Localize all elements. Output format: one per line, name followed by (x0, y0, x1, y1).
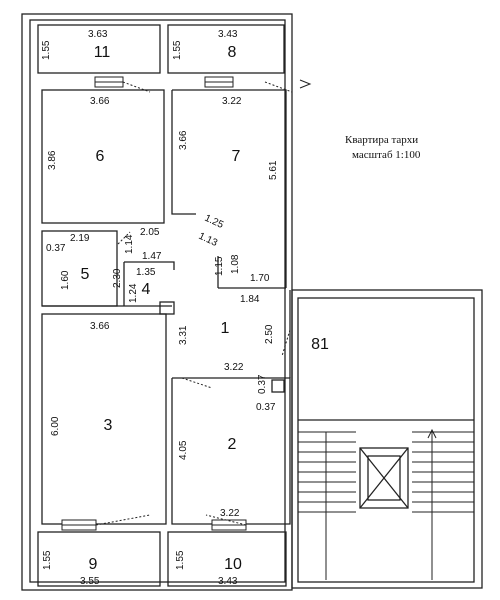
dim-322-bottom: 3.22 (220, 508, 240, 519)
dim-7-width: 3.22 (222, 96, 242, 107)
entrance-arrow (299, 79, 312, 89)
dim-11-height: 1.55 (41, 40, 52, 60)
dim-2-a: 0.37 (257, 374, 268, 394)
dim-10-width: 3.43 (218, 576, 238, 587)
room-10-label: 10 (224, 556, 242, 573)
dim-11-width: 3.63 (88, 29, 108, 40)
room-5-label: 5 (81, 266, 90, 283)
dim-2-height: 4.05 (178, 440, 189, 460)
plan-title: Квартира тархи (345, 134, 418, 146)
room-4-label: 4 (142, 281, 151, 298)
room-7-label: 7 (232, 148, 241, 165)
room-2-label: 2 (228, 436, 237, 453)
dim-9-height: 1.55 (42, 550, 53, 570)
dim-9-width: 3.55 (80, 576, 100, 587)
dim-125: 1.25 (203, 213, 226, 231)
dim-5-x: 0.37 (46, 243, 66, 254)
dim-3-width: 3.66 (90, 321, 110, 332)
dim-8-height: 1.55 (172, 40, 183, 60)
dim-6-width: 3.66 (90, 96, 110, 107)
room-1-label: 1 (221, 320, 230, 337)
dim-7-height: 3.66 (178, 130, 189, 150)
room-3-label: 3 (104, 417, 113, 434)
room-81-label: 81 (311, 336, 329, 353)
dim-205: 2.05 (140, 227, 160, 238)
doors (95, 81, 293, 526)
dim-5-h2: 1.60 (60, 270, 71, 290)
room-8-label: 8 (228, 44, 237, 61)
dim-5-h3: 2.30 (112, 268, 123, 288)
room-6-label: 6 (96, 148, 105, 165)
dim-113: 1.13 (197, 231, 220, 249)
dim-8-width: 3.43 (218, 29, 238, 40)
dim-3-height: 6.00 (50, 416, 61, 436)
dim-4-b: 1.35 (136, 267, 156, 278)
plan-scale: масштаб 1:100 (352, 149, 421, 161)
windows (61, 76, 247, 531)
dim-5-width: 2.19 (70, 233, 90, 244)
dim-1-b: 3.22 (224, 362, 244, 373)
dim-115: 1.15 (214, 256, 225, 276)
dim-5-h1: 1.14 (124, 234, 135, 254)
dim-4-a: 1.47 (142, 251, 162, 262)
dim-4-h: 1.24 (128, 283, 139, 303)
room-labels: 11 8 6 7 5 4 1 81 3 2 9 10 (81, 44, 329, 573)
stair-treads (298, 428, 474, 580)
dim-170: 1.70 (250, 273, 270, 284)
dim-6-height: 3.86 (47, 150, 58, 170)
dim-10-height: 1.55 (175, 550, 186, 570)
dim-108: 1.08 (230, 254, 241, 274)
dim-1-a: 1.84 (240, 294, 260, 305)
dim-2-b: 0.37 (256, 402, 276, 413)
room-9-label: 9 (89, 556, 98, 573)
dim-1-h-right: 2.50 (264, 324, 275, 344)
dim-7-height-right: 5.61 (268, 160, 279, 180)
room-11-label: 11 (94, 44, 111, 61)
dim-1-h: 3.31 (178, 325, 189, 345)
